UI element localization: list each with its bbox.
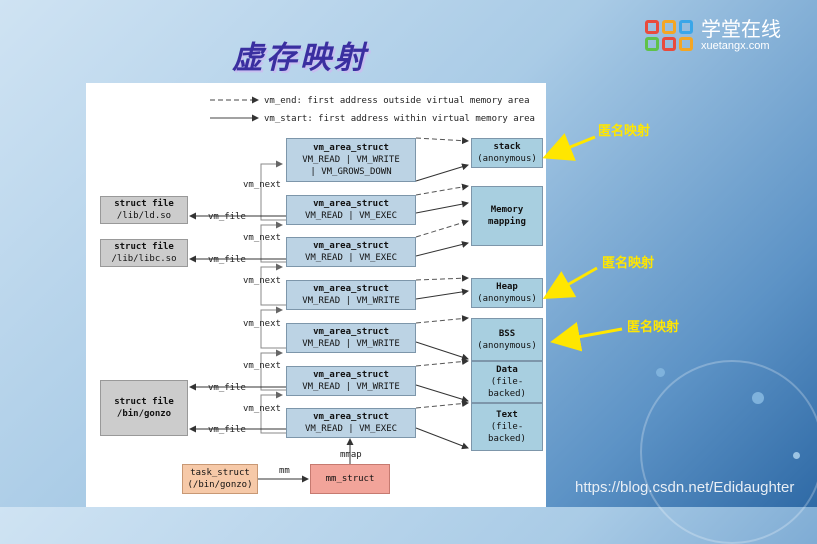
annotation-anonymous-mapping: 匿名映射: [598, 124, 651, 139]
vm-next-arrow: [260, 160, 286, 221]
annotation-arrow: [550, 321, 623, 352]
vm-file-label: vm_file: [208, 212, 246, 222]
vm-next-arrow: [260, 349, 286, 391]
logo-icon: [645, 19, 693, 51]
legend-dashed-text: vm_end: first address outside virtual me…: [264, 96, 530, 106]
mm-struct: mm_struct: [310, 464, 390, 494]
vm-next-label: vm_next: [243, 404, 281, 414]
background-dot: [793, 452, 800, 459]
region-data: Data(file-backed): [471, 361, 543, 403]
watermark: https://blog.csdn.net/Edidaughter: [575, 479, 795, 496]
vm-next-label: vm_next: [243, 361, 281, 371]
vm-file-label: vm_file: [208, 425, 246, 435]
mmap-label: mmap: [340, 450, 362, 460]
annotation-anonymous-mapping: 匿名映射: [602, 256, 655, 271]
vm-next-label: vm_next: [243, 233, 281, 243]
vm-next-label: vm_next: [243, 276, 281, 286]
annotation-anonymous-mapping: 匿名映射: [627, 320, 680, 335]
struct-file-libc-so: struct file/lib/libc.so: [100, 239, 188, 267]
vm-next-arrow: [260, 221, 286, 263]
slide-title: 虚存映射: [232, 40, 368, 76]
diagram-panel: vm_next vm_next vm_next vm_next vm_next …: [86, 83, 546, 507]
vm-file-label: vm_file: [208, 255, 246, 265]
struct-file-ld-so: struct file/lib/ld.so: [100, 196, 188, 224]
annotation-arrows: [542, 133, 623, 352]
vm-next-arrow: [260, 263, 286, 306]
vm-next-label: vm_next: [243, 319, 281, 329]
mm-label: mm: [279, 466, 290, 476]
vm-file-label: vm_file: [208, 383, 246, 393]
task-struct: task_struct(/bin/gonzo): [182, 464, 258, 494]
connectors: vm_next vm_next vm_next vm_next vm_next …: [189, 96, 535, 483]
vm-next-arrow: [260, 391, 286, 434]
region-heap: Heap(anonymous): [471, 278, 543, 308]
background-dot: [656, 368, 665, 377]
region-bss: BSS(anonymous): [471, 318, 543, 361]
region-text: Text(file-backed): [471, 403, 543, 451]
background-dot: [752, 392, 764, 404]
vm-next-label: vm_next: [243, 180, 281, 190]
annotation-arrow: [542, 133, 596, 161]
logo: 学堂在线 xuetangx.com: [645, 18, 781, 52]
annotation-arrow: [542, 266, 598, 299]
logo-text: 学堂在线: [701, 17, 781, 41]
struct-file-gonzo: struct file/bin/gonzo: [100, 380, 188, 436]
logo-url: xuetangx.com: [701, 40, 770, 52]
legend-solid-text: vm_start: first address within virtual m…: [264, 114, 535, 124]
vm-next-arrow: [260, 306, 286, 349]
